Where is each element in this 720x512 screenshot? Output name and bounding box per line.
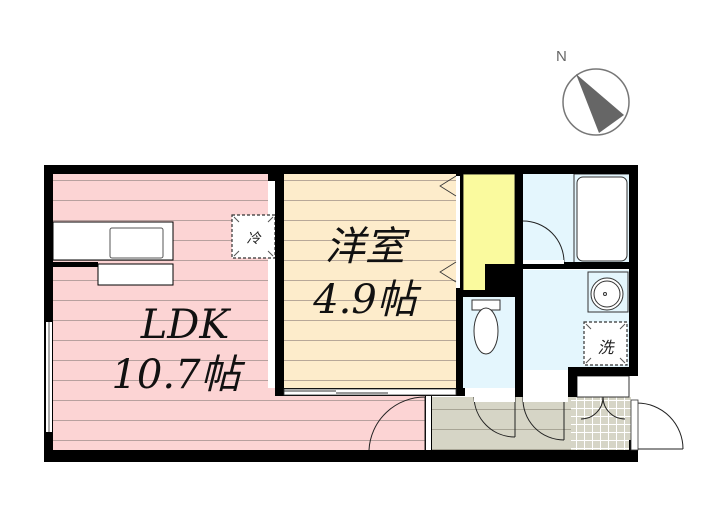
door-swing-entrance (636, 402, 684, 450)
entrance-door (630, 399, 639, 451)
room-western (284, 174, 456, 388)
fridge-space (231, 214, 276, 259)
toilet-icon (471, 299, 501, 355)
hallway (432, 397, 571, 450)
western-room-name-label: 洋室 (325, 224, 405, 270)
wash-basin (587, 271, 629, 313)
ldk-size-label: 10.7帖 (111, 352, 241, 398)
ldk-name-label: LDK (140, 302, 230, 348)
compass-icon (562, 68, 630, 136)
washer-marker: 洗 (597, 338, 614, 357)
entrance-genkan (571, 397, 631, 450)
door-swing-toilet (473, 396, 516, 438)
closet-door-upper (439, 175, 457, 197)
door-swing-wash (522, 396, 565, 441)
bathtub (576, 176, 628, 262)
western-room-size-label: 4.9帖 (313, 277, 417, 323)
door-swing-shoe-right (602, 396, 626, 420)
shoe-cabinet (576, 375, 630, 398)
kitchen-counter (52, 221, 174, 286)
window-ldk-west (46, 322, 52, 432)
room-ldk (53, 174, 425, 450)
sliding-door-western (283, 388, 457, 396)
washer-space (583, 321, 628, 366)
hall-door-frame (426, 396, 431, 450)
door-swing-bath (522, 220, 565, 263)
compass-north-label: N (556, 48, 567, 65)
fridge-marker: 冷 (246, 231, 261, 247)
door-swing-ldk (368, 396, 426, 451)
closet-door-lower (439, 261, 457, 283)
